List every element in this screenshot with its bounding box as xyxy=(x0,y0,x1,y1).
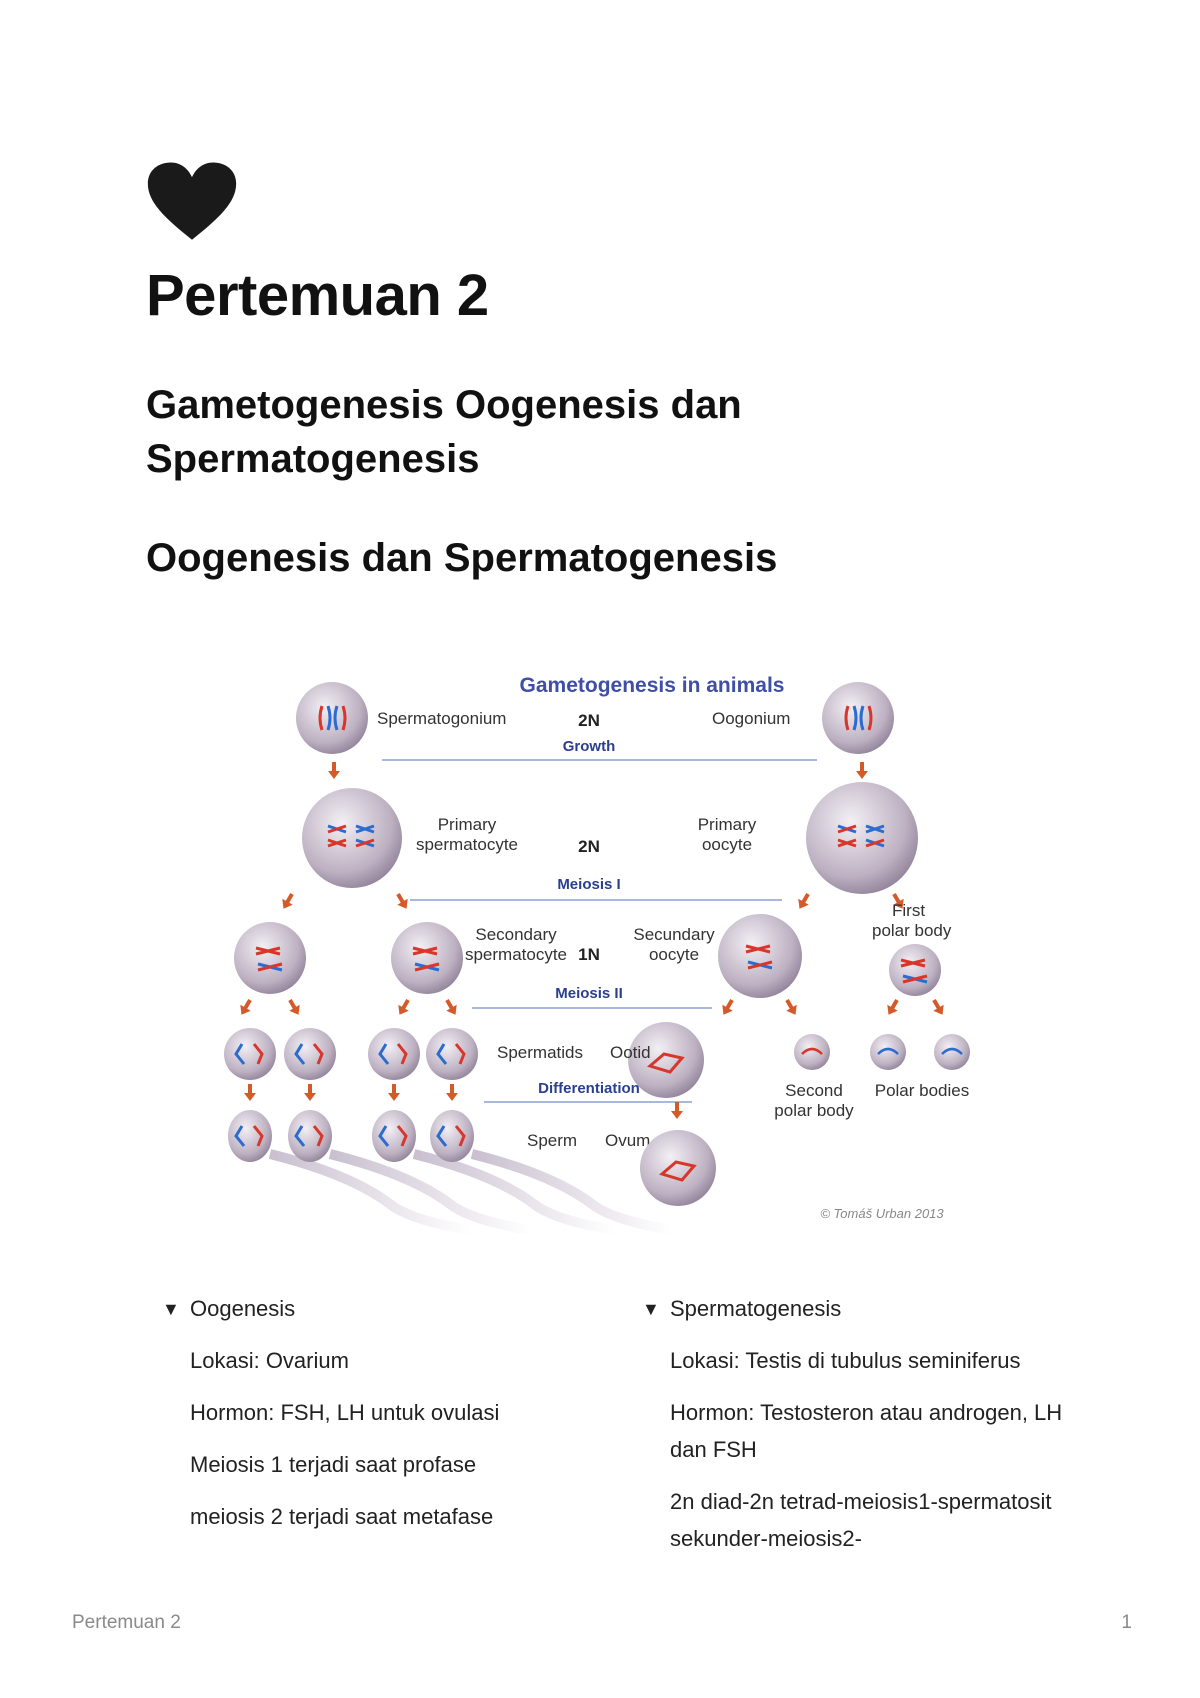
toggle-oogenesis-header[interactable]: ▼ Oogenesis xyxy=(162,1294,602,1324)
main-heading: Gametogenesis Oogenesis dan Spermatogene… xyxy=(146,383,742,481)
label-secondary-oocyte-1: Secundary xyxy=(633,925,715,944)
label-sperm: Sperm xyxy=(527,1131,577,1150)
page-number: 1 xyxy=(1121,1612,1132,1633)
toggle-spermatogenesis-label: Spermatogenesis xyxy=(670,1296,842,1321)
spermatogenesis-line: 2n diad-2n tetrad-meiosis1-spermatosit s… xyxy=(670,1489,1052,1551)
primary-spermatocyte-cell xyxy=(302,788,402,888)
polar-body-cell-2 xyxy=(934,1034,970,1070)
diagram-title: Gametogenesis in animals xyxy=(520,674,785,697)
secondary-oocyte-cell xyxy=(718,914,802,998)
oogenesis-line: Meiosis 1 terjadi saat profase xyxy=(190,1452,477,1477)
sub-heading: Oogenesis dan Spermatogenesis xyxy=(146,536,778,580)
triangle-down-icon[interactable]: ▼ xyxy=(162,1298,180,1319)
stage-meiosis-1: Meiosis I xyxy=(557,876,620,893)
page-title: Pertemuan 2 xyxy=(146,263,489,328)
label-first-polar-2: polar body xyxy=(872,921,952,940)
label-primary-oocyte-1: Primary xyxy=(698,815,757,834)
label-first-polar-1: First xyxy=(892,901,925,920)
toggle-spermatogenesis-header[interactable]: ▼ Spermatogenesis xyxy=(642,1294,1082,1324)
spermatid-cell-3 xyxy=(368,1028,420,1080)
spermatogonium-cell xyxy=(296,682,368,754)
ovum-cell xyxy=(640,1130,716,1206)
label-2n-top: 2N xyxy=(578,711,600,730)
triangle-down-icon[interactable]: ▼ xyxy=(642,1298,660,1319)
label-2n-mid: 2N xyxy=(578,837,600,856)
primary-oocyte-cell xyxy=(806,782,918,894)
stage-meiosis-2: Meiosis II xyxy=(555,985,623,1002)
spermatid-cell-2 xyxy=(284,1028,336,1080)
label-polar-bodies: Polar bodies xyxy=(875,1081,970,1100)
label-oogonium: Oogonium xyxy=(712,709,790,728)
spermatid-cell-1 xyxy=(224,1028,276,1080)
toggle-oogenesis: ▼ Oogenesis Lokasi: Ovarium Hormon: FSH,… xyxy=(162,1294,602,1550)
diagram-copyright: © Tomáš Urban 2013 xyxy=(820,1206,944,1221)
footer-title: Pertemuan 2 xyxy=(72,1612,181,1633)
label-spermatids: Spermatids xyxy=(497,1043,583,1062)
ootid-cell xyxy=(628,1022,704,1098)
secondary-spermatocyte-cell-a xyxy=(234,922,306,994)
label-primary-spermatocyte-1: Primary xyxy=(438,815,497,834)
stage-growth: Growth xyxy=(563,738,616,755)
oogenesis-line: Hormon: FSH, LH untuk ovulasi xyxy=(190,1400,500,1425)
label-secondary-oocyte-2: oocyte xyxy=(649,945,699,964)
second-polar-body-cell xyxy=(794,1034,830,1070)
label-ovum: Ovum xyxy=(605,1131,650,1150)
toggle-spermatogenesis-content: Lokasi: Testis di tubulus seminiferus Ho… xyxy=(670,1342,1082,1557)
label-secondary-spermatocyte-2: spermatocyte xyxy=(465,945,567,964)
first-polar-body-cell xyxy=(889,944,941,996)
label-primary-spermatocyte-2: spermatocyte xyxy=(416,835,518,854)
oogenesis-line: Lokasi: Ovarium xyxy=(190,1348,349,1373)
label-ootid: Ootid xyxy=(610,1043,651,1062)
spermatogenesis-line: Lokasi: Testis di tubulus seminiferus xyxy=(670,1348,1021,1373)
toggle-oogenesis-content: Lokasi: Ovarium Hormon: FSH, LH untuk ov… xyxy=(190,1342,602,1535)
label-second-polar-2: polar body xyxy=(774,1101,854,1120)
stage-differentiation: Differentiation xyxy=(538,1080,640,1097)
spermatid-cell-4 xyxy=(426,1028,478,1080)
oogonium-cell xyxy=(822,682,894,754)
label-spermatogonium: Spermatogonium xyxy=(377,709,506,728)
toggle-spermatogenesis: ▼ Spermatogenesis Lokasi: Testis di tubu… xyxy=(642,1294,1082,1572)
sperm-cells xyxy=(228,1110,673,1235)
black-heart-icon xyxy=(147,162,237,240)
polar-body-cell-1 xyxy=(870,1034,906,1070)
spermatogenesis-line: Hormon: Testosteron atau androgen, LH da… xyxy=(670,1400,1063,1462)
oogenesis-line: meiosis 2 terjadi saat metafase xyxy=(190,1504,494,1529)
toggle-oogenesis-label: Oogenesis xyxy=(190,1296,296,1321)
gametogenesis-diagram: Gametogenesis in animals Spermatogonium … xyxy=(222,668,982,1248)
label-secondary-spermatocyte-1: Secondary xyxy=(475,925,557,944)
label-primary-oocyte-2: oocyte xyxy=(702,835,752,854)
secondary-spermatocyte-cell-b xyxy=(391,922,463,994)
label-second-polar-1: Second xyxy=(785,1081,843,1100)
label-1n: 1N xyxy=(578,945,600,964)
